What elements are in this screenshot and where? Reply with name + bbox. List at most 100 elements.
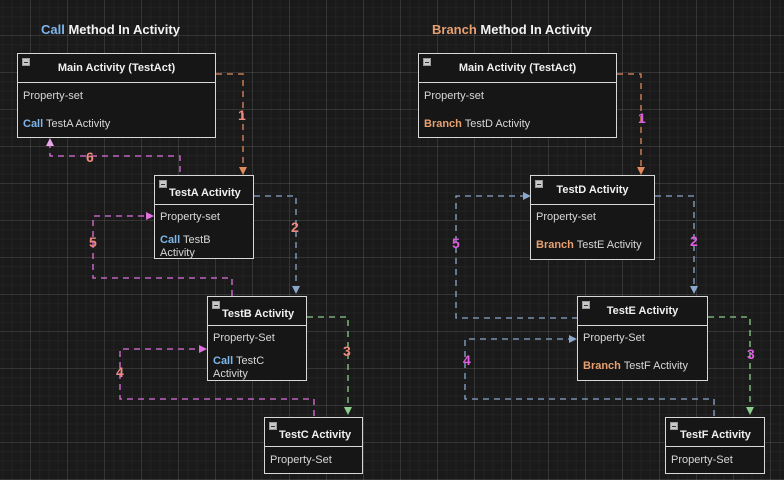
arrowhead-4 [199,345,207,353]
edge-6-testa-to-main [49,142,181,172]
box-title: TestE Activity [606,305,679,317]
box-title: TestB Activity [222,308,295,320]
row-property: Property-Set [213,332,275,344]
right-edges [455,73,751,416]
box-title: Main Activity (TestAct) [57,62,176,74]
edge-label-1: 1 [238,107,246,123]
keyword-call: Call [160,234,181,246]
left-arrowheads [46,138,352,415]
box-header: TestE Activity [578,297,707,326]
arrowhead-1 [239,167,247,175]
row-branch: Branch TestF Activity [578,360,707,373]
box-testa-activity[interactable]: TestA Activity Property-set Call TestB A… [154,175,254,259]
edge-label-4: 4 [463,352,471,368]
title-keyword-branch: Branch [432,22,477,37]
box-header: TestB Activity [208,297,306,326]
arrowhead-3 [746,407,754,415]
row-property: Property-set [424,90,484,102]
title-rest: Method In Activity [68,22,180,37]
edge-label-5: 5 [452,235,460,251]
box-testd-activity[interactable]: TestD Activity Property-set Branch TestE… [530,175,655,260]
collapse-icon[interactable] [159,180,167,188]
edge-1-main-to-testa [216,73,244,172]
box-header: TestC Activity [265,418,362,447]
edge-2-testa-to-testb [254,195,297,292]
collapse-icon[interactable] [582,301,590,309]
keyword-call: Call [213,355,234,367]
row-target: TestC Activity [213,355,265,380]
edge-label-3: 3 [747,346,755,362]
box-header: TestF Activity [666,418,764,447]
arrowhead-5 [146,212,154,220]
edge-label-4: 4 [116,364,124,380]
box-header: Main Activity (TestAct) [419,54,616,83]
arrowhead-2 [690,286,698,294]
row-call: Call TestB Activity [155,234,223,260]
edge-label-1: 1 [638,110,646,126]
left-edges [49,73,349,416]
edge-label-2: 2 [690,233,698,249]
arrowhead-3 [344,407,352,415]
edge-2-testd-to-teste [655,195,695,292]
collapse-icon[interactable] [269,422,277,430]
box-title: TestD Activity [556,184,629,196]
row-target: TestF Activity [623,360,688,372]
right-diagram-title: Branch Method In Activity [432,22,592,37]
keyword-call: Call [23,118,44,130]
box-header: Main Activity (TestAct) [18,54,215,83]
arrowhead-5 [523,192,531,200]
box-title: TestF Activity [680,429,751,441]
edge-1-main-to-testd [617,73,642,172]
row-property: Property-Set [671,454,733,466]
row-target: TestE Activity [576,239,642,251]
keyword-branch: Branch [424,118,462,130]
box-title: TestC Activity [279,429,352,441]
box-title: Main Activity (TestAct) [458,62,577,74]
box-testf-activity[interactable]: TestF Activity Property-Set [665,417,765,474]
row-call: Call TestC Activity [208,355,276,381]
edge-label-3: 3 [343,343,351,359]
collapse-icon[interactable] [212,301,220,309]
row-property: Property-Set [270,454,332,466]
edge-3-testb-to-testc [307,316,349,413]
edge-4-testc-to-testb [119,348,315,416]
edge-4-testf-to-teste [464,338,715,416]
edge-label-5: 5 [89,234,97,250]
box-main-activity-call[interactable]: Main Activity (TestAct) Property-set Cal… [17,53,216,138]
row-call: Call TestA Activity [18,118,215,131]
row-branch: Branch TestE Activity [531,239,654,252]
collapse-icon[interactable] [670,422,678,430]
box-title: TestA Activity [169,187,241,199]
box-testc-activity[interactable]: TestC Activity Property-Set [264,417,363,474]
row-target: TestD Activity [464,118,531,130]
title-rest: Method In Activity [480,22,592,37]
edge-5-teste-to-testd [455,195,578,319]
box-teste-activity[interactable]: TestE Activity Property-Set Branch TestF… [577,296,708,381]
row-target: TestA Activity [46,118,111,130]
arrowhead-4 [569,335,577,343]
keyword-branch: Branch [536,239,574,251]
arrowhead-2 [292,286,300,294]
arrowhead-6 [46,138,54,146]
edge-3-teste-to-testf [708,316,751,413]
row-branch: Branch TestD Activity [419,118,616,131]
edge-label-6: 6 [86,149,94,165]
box-header: TestD Activity [531,176,654,205]
left-diagram-title: Call Method In Activity [41,22,180,37]
edge-label-2: 2 [291,219,299,235]
title-keyword-call: Call [41,22,65,37]
box-header: TestA Activity [155,176,253,205]
row-property: Property-Set [583,332,645,344]
collapse-icon[interactable] [22,58,30,66]
collapse-icon[interactable] [423,58,431,66]
collapse-icon[interactable] [535,180,543,188]
box-testb-activity[interactable]: TestB Activity Property-Set Call TestC A… [207,296,307,381]
row-property: Property-set [536,211,596,223]
row-property: Property-set [160,211,220,223]
keyword-branch: Branch [583,360,621,372]
row-property: Property-set [23,90,83,102]
row-target: TestB Activity [160,234,211,259]
box-main-activity-branch[interactable]: Main Activity (TestAct) Property-set Bra… [418,53,617,138]
edge-5-testb-to-testa [92,215,233,296]
